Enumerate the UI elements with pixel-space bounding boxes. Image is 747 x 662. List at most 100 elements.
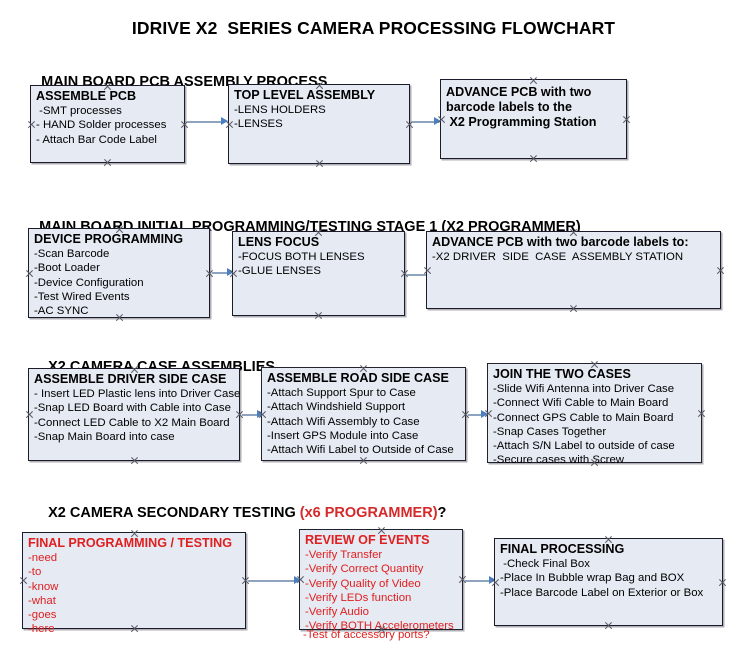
node-join-the-two-cases[interactable]: JOIN THE TWO CASES -Slide Wifi Antenna i… <box>487 363 702 466</box>
node-title: JOIN THE TWO CASES <box>493 367 631 381</box>
node-line: -GLUE LENSES <box>238 265 321 278</box>
node-line: -X2 DRIVER SIDE CASE ASSEMBLY STATION <box>432 251 684 263</box>
connector-handle-bottom[interactable] <box>529 154 538 163</box>
node-line: -Test Wired Events <box>34 290 130 303</box>
node-final-programming-testing[interactable]: FINAL PROGRAMMING / TESTING -need -to -k… <box>19 532 246 635</box>
node-line: -Place In Bubble wrap Bag and BOX <box>500 572 685 585</box>
node-line: -FOCUS BOTH LENSES <box>238 251 365 263</box>
node-line: -Connect GPS Cable to Main Board <box>493 411 674 424</box>
node-title: ASSEMBLE DRIVER SIDE CASE <box>34 372 227 386</box>
connector-handle-left[interactable] <box>19 576 28 585</box>
node-line: -LENS HOLDERS <box>234 104 326 116</box>
connector-handle-top[interactable] <box>529 76 538 85</box>
node-line: -Attach Windshield Support <box>267 401 406 414</box>
node-line: -AC SYNC <box>34 305 89 318</box>
node-line: -Device Configuration <box>34 276 144 289</box>
connector-handle-left[interactable] <box>25 269 34 278</box>
arrow-3-head <box>227 268 234 276</box>
node-line: -Insert GPS Module into Case <box>267 429 419 442</box>
node-advance-pcb-driver-side-station[interactable]: ADVANCE PCB with two barcode labels to: … <box>426 231 721 309</box>
arrow-8-head <box>489 576 496 584</box>
node-line: -Attach Wifi Label to Outside of Case <box>267 444 454 457</box>
node-title: ADVANCE PCB with two <box>446 85 592 99</box>
node-title-line-2: barcode labels to the <box>446 100 572 114</box>
arrow-8-line <box>465 580 492 582</box>
arrow-7-line <box>248 580 297 582</box>
node-title: FINAL PROGRAMMING / TESTING <box>28 536 233 550</box>
node-line: -Check Final Box <box>500 558 590 570</box>
node-line: -need <box>28 552 58 564</box>
arrow-5-head <box>257 410 264 418</box>
node-line: -Scan Barcode <box>34 248 110 260</box>
node-top-level-assembly[interactable]: TOP LEVEL ASSEMBLY -LENS HOLDERS -LENSES <box>228 84 410 164</box>
node-line: -here <box>28 623 55 636</box>
section-header-text: X2 CAMERA SECONDARY TESTING <box>48 505 300 521</box>
node-line: - HAND Solder processes <box>36 119 167 132</box>
node-title: ASSEMBLE ROAD SIDE CASE <box>267 371 449 385</box>
arrow-6-line <box>468 414 484 416</box>
arrow-1-line <box>187 121 223 123</box>
node-advance-pcb-programming-station[interactable]: ADVANCE PCB with two barcode labels to t… <box>440 79 627 159</box>
connector-handle-right[interactable] <box>716 266 725 275</box>
node-line: -Verify LEDs function <box>305 591 412 604</box>
node-line: -Boot Loader <box>34 262 100 275</box>
node-title: ADVANCE PCB with two barcode labels to: <box>432 235 689 249</box>
node-line: -Secure cases with Screw <box>493 454 625 467</box>
connector-handle-bottom[interactable] <box>130 456 139 465</box>
node-line: -Attach Support Spur to Case <box>267 387 416 399</box>
node-line: -know <box>28 580 59 593</box>
arrow-3-line <box>212 272 230 274</box>
node-line: -LENSES <box>234 118 283 131</box>
connector-handle-bottom[interactable] <box>604 621 613 630</box>
page-title: IDRIVE X2 SERIES CAMERA PROCESSING FLOWC… <box>131 18 616 38</box>
node-assemble-pcb[interactable]: ASSEMBLE PCB -SMT processes - HAND Solde… <box>30 85 185 163</box>
node-line: -Snap LED Board with Cable into Case <box>34 402 231 415</box>
node-title: LENS FOCUS <box>238 235 320 249</box>
arrow-6-head <box>481 410 488 418</box>
node-title: ASSEMBLE PCB <box>36 89 137 103</box>
section-header-tail: ? <box>437 505 447 521</box>
node-line: -Verify BOTH Accelerometers <box>305 620 454 633</box>
node-line: -Verify Transfer <box>305 549 383 561</box>
connector-handle-left[interactable] <box>25 410 34 419</box>
arrow-5-line <box>242 414 260 416</box>
arrow-1-head <box>221 117 228 125</box>
arrow-4-line <box>407 274 429 276</box>
section-header-x2-camera-secondary-testing: X2 CAMERA SECONDARY TESTING (x6 PROGRAMM… <box>32 489 446 537</box>
node-line: -Verify Audio <box>305 606 369 619</box>
node-line: - Attach Bar Code Label <box>36 133 157 146</box>
connector-handle-left[interactable] <box>27 120 36 129</box>
arrow-7-head <box>294 576 301 584</box>
node-line: -Attach S/N Label to outside of case <box>493 440 675 453</box>
node-assemble-road-side-case[interactable]: ASSEMBLE ROAD SIDE CASE -Attach Support … <box>261 367 466 461</box>
node-device-programming[interactable]: DEVICE PROGRAMMING -Scan Barcode -Boot L… <box>28 228 210 318</box>
connector-handle-bottom[interactable] <box>569 304 578 313</box>
node-lens-focus[interactable]: LENS FOCUS -FOCUS BOTH LENSES -GLUE LENS… <box>232 231 405 316</box>
node-line: -Attach Wifi Assembly to Case <box>267 415 420 428</box>
node-line: -Slide Wifi Antenna into Driver Case <box>493 383 675 395</box>
node-line: - Insert LED Plastic lens into Driver Ca… <box>34 388 241 400</box>
node-final-processing[interactable]: FINAL PROCESSING -Check Final Box -Place… <box>494 538 723 626</box>
node-title: DEVICE PROGRAMMING <box>34 232 184 246</box>
node-line: -Snap Cases Together <box>493 425 607 438</box>
node-title-line-3: X2 Programming Station <box>446 115 597 129</box>
node-title: REVIEW OF EVENTS <box>305 533 430 547</box>
section-header-accent: (x6 PROGRAMMER) <box>299 505 438 521</box>
node-line: -Place Barcode Label on Exterior or Box <box>500 586 704 599</box>
connector-handle-bottom[interactable] <box>103 158 112 167</box>
node-line: -Verify Quality of Video <box>305 577 421 590</box>
node-line: -Connect Wifi Cable to Main Board <box>493 397 669 410</box>
connector-handle-bottom[interactable] <box>314 311 323 320</box>
node-review-of-events[interactable]: REVIEW OF EVENTS -Verify Transfer -Verif… <box>299 529 463 633</box>
node-line: -Connect LED Cable to X2 Main Board <box>34 416 230 429</box>
arrow-2-head <box>434 117 441 125</box>
node-assemble-driver-side-case[interactable]: ASSEMBLE DRIVER SIDE CASE - Insert LED P… <box>28 368 240 461</box>
arrow-2-line <box>412 121 437 123</box>
connector-handle-bottom[interactable] <box>315 159 324 168</box>
node-title: TOP LEVEL ASSEMBLY <box>234 88 376 102</box>
node-line: -SMT processes <box>36 105 122 117</box>
node-line: -what <box>28 594 56 607</box>
node-line: -to <box>28 566 42 579</box>
node-title: FINAL PROCESSING <box>500 542 625 556</box>
